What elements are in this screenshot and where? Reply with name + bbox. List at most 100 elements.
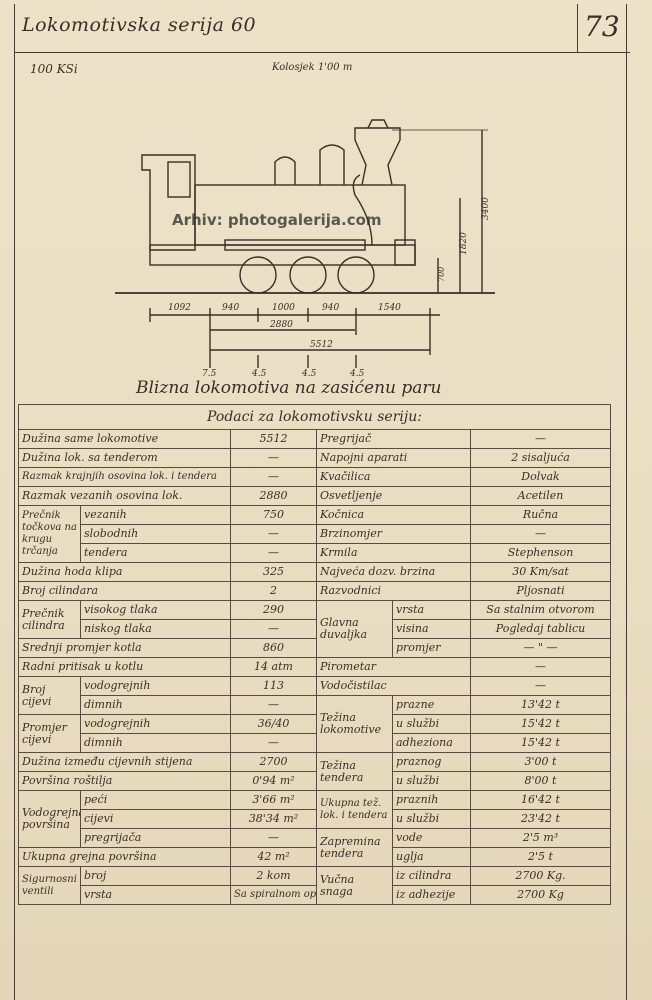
cell-sublabel: u službi	[392, 809, 471, 829]
table-row: Radni pritisak u kotlu 14 atm Pirometar …	[18, 657, 612, 677]
cell-label: Prečnik točkova na krugu trčanja	[18, 505, 81, 563]
cell-label: Ukupna tež. lok. i tendera	[316, 790, 393, 829]
cell-sublabel: dimnih	[80, 695, 231, 715]
chimney-outline	[354, 127, 401, 186]
cell-value: 2700 Kg.	[469, 866, 612, 886]
cell-value: 0'94 m²	[230, 771, 317, 791]
cell-value: 15'42 t	[469, 714, 612, 734]
table-row: slobodnih — Brzinomjer —	[19, 524, 612, 544]
cell-value: 15'42 t	[469, 733, 612, 753]
cell-label: Težina lokomotive	[316, 695, 393, 753]
cell-label: Dužina hoda klipa	[18, 562, 231, 582]
sand-dome	[319, 144, 345, 185]
cell-label: Pirometar	[316, 657, 471, 677]
cell-label: Dužina između cijevnih stijena	[18, 752, 231, 772]
table-row: Srednji promjer kotla 860 promjer — " —	[18, 638, 612, 658]
table-row: Površina roštilja 0'94 m² u službi 8'00 …	[18, 771, 612, 791]
cell-value: 113	[230, 676, 317, 696]
page-title: Lokomotivska serija 60	[22, 14, 257, 36]
cell-value: 860	[230, 638, 317, 658]
cell-sublabel: u službi	[392, 771, 471, 791]
cell-sublabel: vodogrejnih	[80, 714, 231, 734]
cell-value: Sa spiralnom oprugom	[230, 885, 317, 905]
cell-label: Zapremina tendera	[316, 828, 393, 867]
table-row: Razmak krajnjih osovina lok. i tendera —…	[18, 467, 612, 487]
cell-label: Sigurnosni ventili	[18, 866, 81, 905]
cell-value: Acetilen	[469, 486, 612, 506]
cell-sublabel: u službi	[392, 714, 471, 734]
cell-label: Najveća dozv. brzina	[316, 562, 471, 582]
cell-label: Promjer cijevi	[18, 714, 81, 753]
cell-value: 13'42 t	[469, 695, 612, 715]
cell-label: Ukupna grejna površina	[18, 847, 231, 867]
table-row: Sigurnosni ventili broj 2 kom Vučna snag…	[18, 866, 612, 905]
cell-label: Broj cilindara	[18, 581, 231, 601]
table-row: vrsta Sa spiralnom oprugom iz adhezije 2…	[19, 885, 612, 905]
table-row: niskog tlaka — visina Pogledaj tablicu	[19, 619, 612, 639]
axle-load-4: 4.5	[349, 369, 365, 379]
gauge-label: 100 KSi	[30, 62, 78, 76]
cell-label: Razmak krajnjih osovina lok. i tendera	[18, 467, 231, 487]
cab-window	[167, 161, 191, 198]
dim-text-940b: 940	[322, 303, 339, 313]
table-row: dimnih — adheziona 15'42 t	[19, 733, 612, 753]
table-row: Dužina hoda klipa 325 Najveća dozv. brzi…	[18, 562, 612, 582]
cell-value: 2880	[230, 486, 317, 506]
cell-value: —	[230, 448, 317, 468]
cell-value: 3'66 m²	[230, 790, 317, 810]
header-divider	[577, 4, 578, 52]
cell-value: 8'00 t	[469, 771, 612, 791]
cell-value: —	[469, 429, 612, 449]
dim-text-1092: 1092	[168, 303, 191, 313]
cell-sublabel: vrsta	[392, 600, 471, 620]
cell-sublabel: niskog tlaka	[80, 619, 231, 639]
cell-value: 23'42 t	[469, 809, 612, 829]
cell-value: —	[230, 619, 317, 639]
wheel-3	[337, 256, 375, 294]
cell-label: Kvačilica	[316, 467, 471, 487]
table-row: Podaci za lokomotivsku seriju:	[17, 404, 612, 430]
dim-text-wheelbase: 2880	[269, 320, 293, 330]
buffer-beam	[394, 239, 416, 266]
cell-sublabel: visokog tlaka	[80, 600, 231, 620]
cell-value: 2 sisaljuća	[469, 448, 612, 468]
cell-sublabel: tendera	[80, 543, 231, 563]
cell-value: 38'34 m²	[230, 809, 317, 829]
table-row: Prečnik točkova na krugu trčanja vezanih…	[18, 505, 612, 563]
cell-label: Kočnica	[316, 505, 471, 525]
wheel-2	[289, 256, 327, 294]
wheel-1	[239, 256, 277, 294]
water-tank	[224, 239, 366, 251]
cell-value: —	[469, 657, 612, 677]
cell-sublabel: promjer	[392, 638, 471, 658]
table-row: Dužina lok. sa tenderom — Napojni aparat…	[18, 448, 612, 468]
cell-value: Pogledaj tablicu	[469, 619, 612, 639]
cell-value: 325	[230, 562, 317, 582]
right-frame-line	[626, 4, 627, 1000]
cell-value: 2	[230, 581, 317, 601]
cell-label: Razvodnici	[316, 581, 471, 601]
table-row: tendera — Krmila Stephenson	[19, 543, 612, 563]
cell-sublabel: uglja	[392, 847, 471, 867]
dim-text-700: 700	[437, 267, 446, 282]
locomotive-drawing: 1092 940 1000 940 1540 2880 5512 7.5 4.5…	[115, 119, 495, 379]
cell-value: 5512	[230, 429, 317, 449]
cell-value: 14 atm	[230, 657, 317, 677]
cell-value: 750	[230, 505, 317, 525]
dim-text-1820: 1820	[459, 232, 469, 255]
cell-label: Radni pritisak u kotlu	[18, 657, 231, 677]
cell-label: Krmila	[316, 543, 471, 563]
cell-label: Brzinomjer	[316, 524, 471, 544]
cell-value: 3'00 t	[469, 752, 612, 772]
table-row: Ukupna grejna površina 42 m² uglja 2'5 t	[18, 847, 612, 867]
cell-value: 2'5 t	[469, 847, 612, 867]
cell-label: Prečnik cilindra	[18, 600, 81, 639]
cell-value: —	[230, 524, 317, 544]
specification-table: Podaci za lokomotivsku seriju: Dužina sa…	[17, 404, 612, 905]
cell-label: Srednji promjer kotla	[18, 638, 231, 658]
cell-value: 2 kom	[230, 866, 317, 886]
cell-label: Broj cijevi	[18, 676, 81, 715]
chimney-cap	[367, 119, 389, 129]
header-rule	[14, 52, 630, 53]
cell-value: 2700 Kg	[469, 885, 612, 905]
